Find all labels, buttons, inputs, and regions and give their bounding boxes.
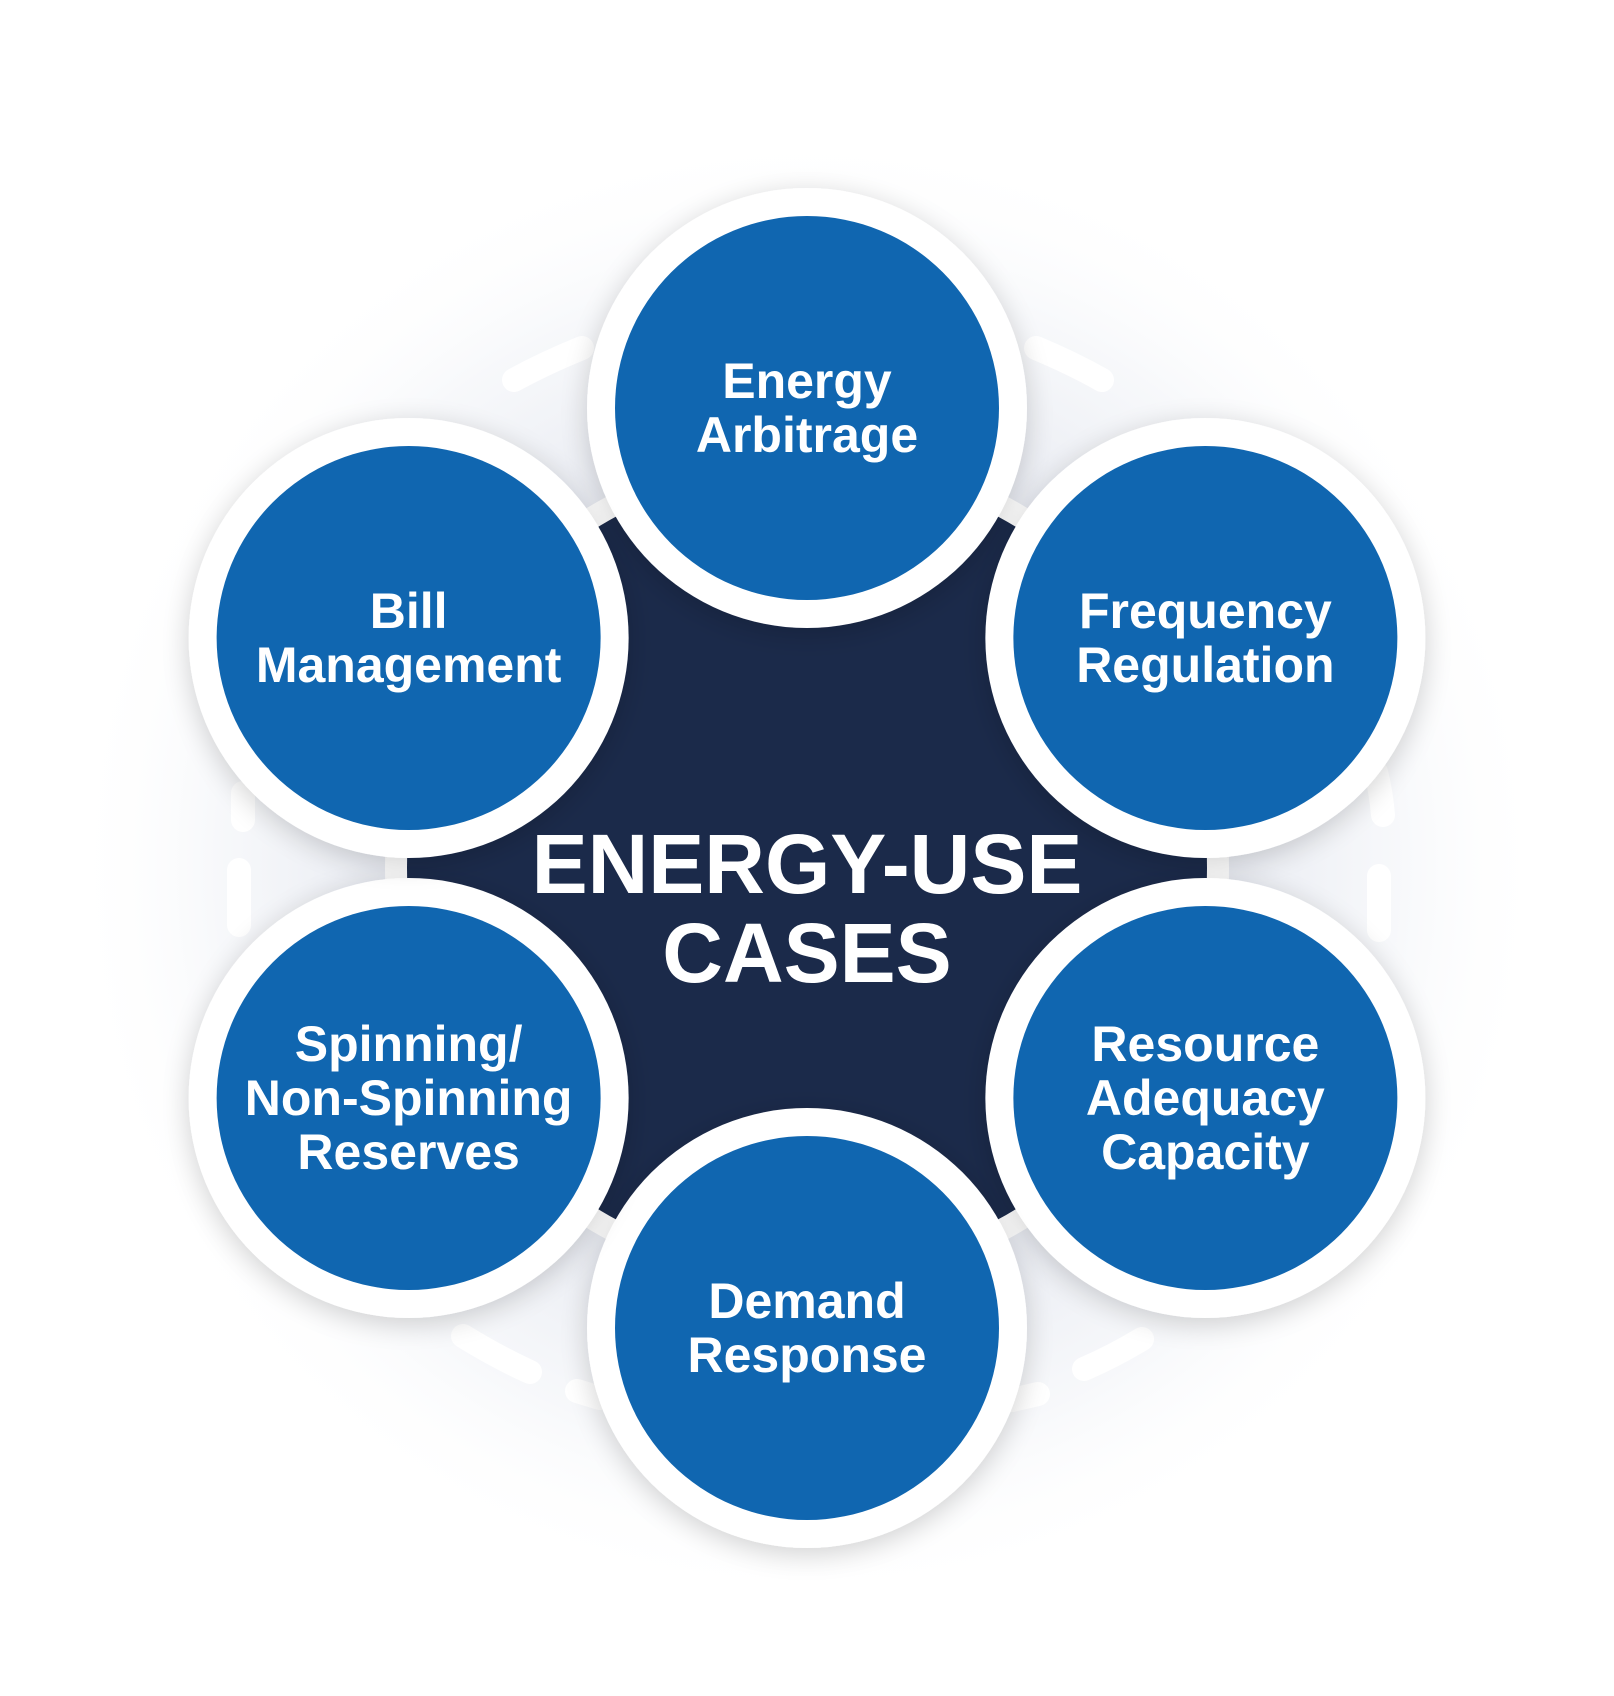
node-label-line: Non-Spinning	[245, 1070, 573, 1126]
node-circle	[216, 906, 601, 1290]
node-label-line: Energy	[722, 353, 892, 409]
node-circle	[1013, 906, 1398, 1290]
connector-arc	[565, 1379, 612, 1410]
connector-arc	[1364, 760, 1395, 827]
node-label-line: Adequacy	[1086, 1070, 1325, 1126]
node-circle	[1013, 446, 1398, 830]
node-label-line: Arbitrage	[696, 407, 918, 463]
node-label-line: Reserves	[297, 1124, 519, 1180]
node-circle	[615, 216, 999, 600]
node-label-line: Management	[256, 637, 562, 693]
node-label-line: Bill	[370, 583, 448, 639]
node-label-line: Regulation	[1076, 637, 1334, 693]
node-label-line: Spinning/	[295, 1016, 523, 1072]
use-case-nodes: EnergyArbitrageFrequencyRegulationResour…	[188, 188, 1426, 1548]
center-title-line-1: ENERGY-USE	[532, 817, 1083, 911]
connector-arc	[1024, 336, 1114, 392]
node-label-line: Response	[688, 1327, 927, 1383]
connector-arc	[1072, 1327, 1154, 1381]
node-label-line: Frequency	[1079, 583, 1332, 639]
node-circle	[216, 446, 601, 830]
node-label-line: Demand	[708, 1273, 905, 1329]
outer-ring-connectors	[227, 336, 1395, 1412]
connector-arc	[1000, 1382, 1050, 1412]
connector-arc	[502, 336, 594, 392]
node-label-line: Capacity	[1101, 1124, 1310, 1180]
connector-arc	[451, 1324, 542, 1384]
center-title-line-2: CASES	[662, 906, 951, 1000]
node-label-line: Resource	[1091, 1016, 1319, 1072]
node-circle	[615, 1136, 999, 1520]
